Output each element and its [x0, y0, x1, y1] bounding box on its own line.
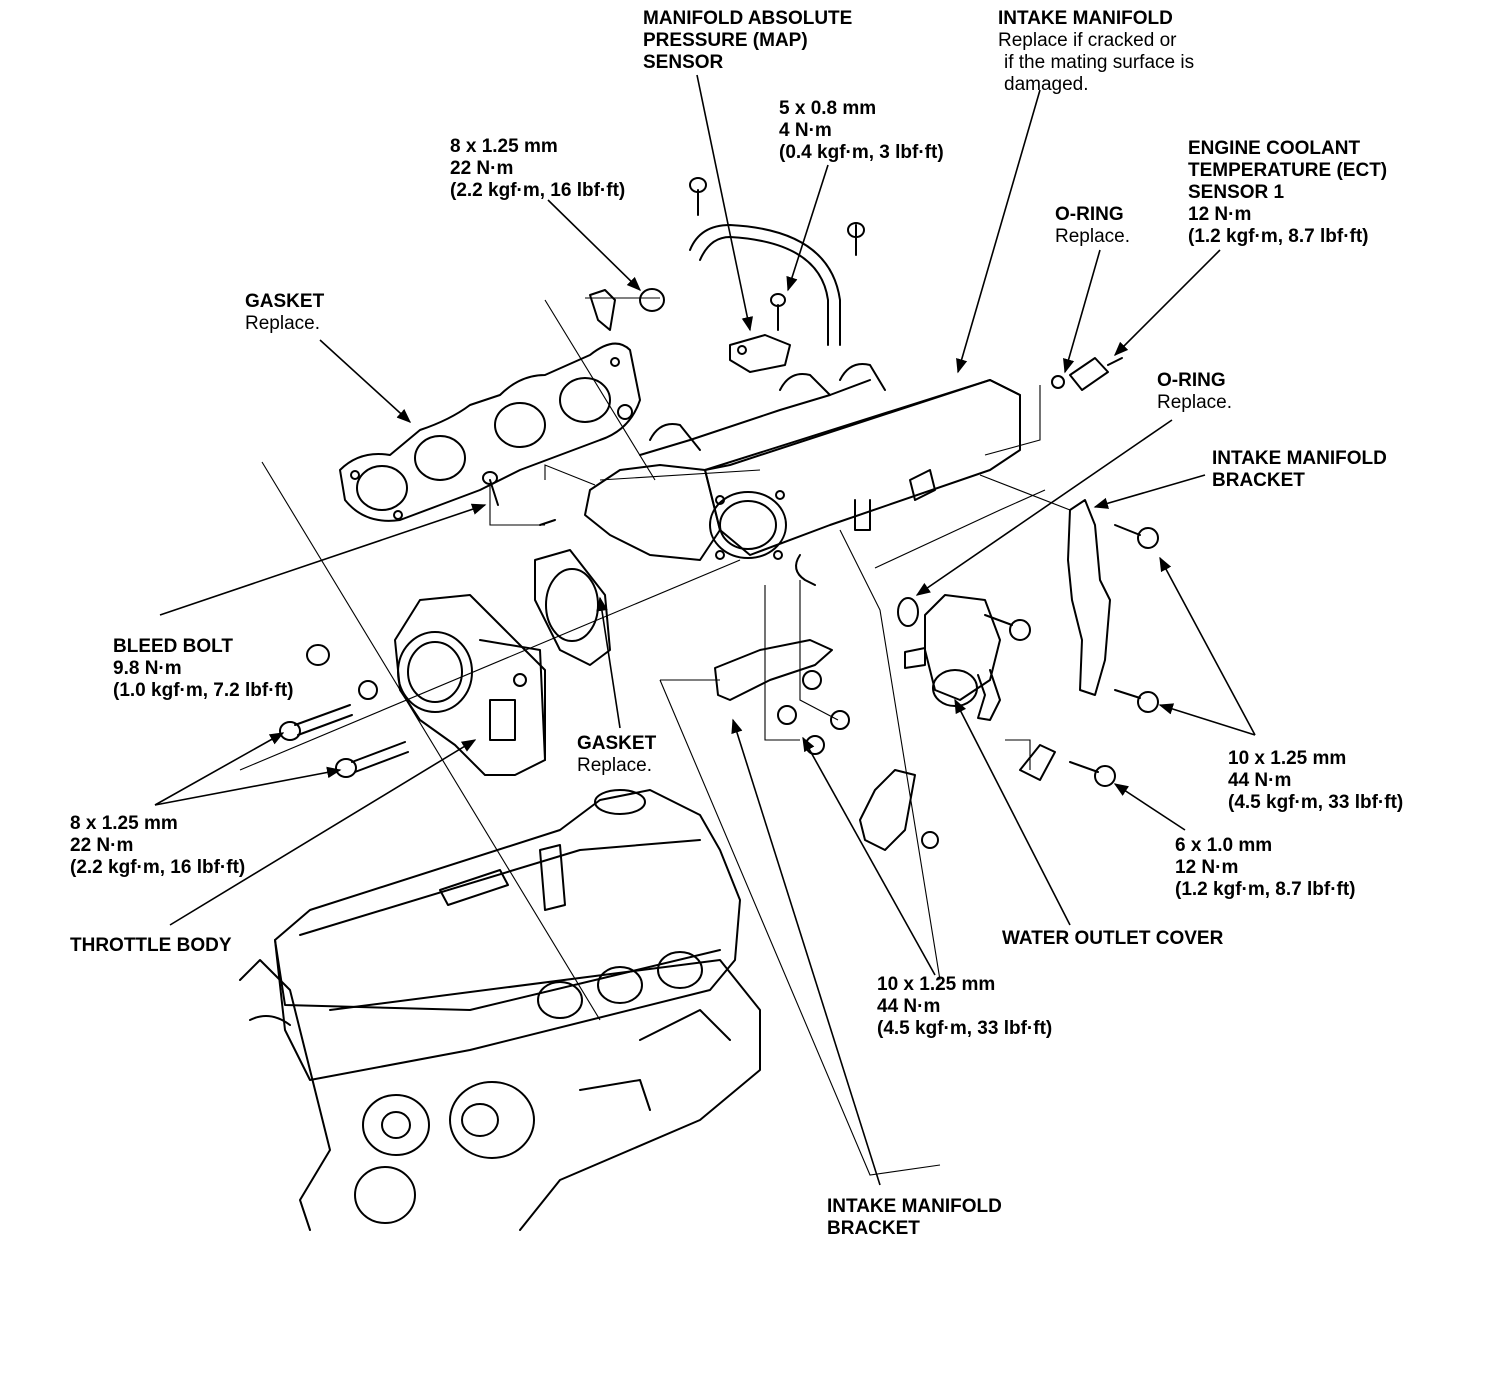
bleed-bolt-torque: 9.8 N·m [113, 658, 182, 679]
label-gasket-mid: GASKET Replace. [577, 733, 656, 777]
label-o-ring-top: O-RING Replace. [1055, 204, 1130, 248]
top-right-bolt [847, 222, 865, 256]
intake-manifold-note-3: damaged. [1004, 74, 1089, 95]
o-ring-mid [897, 597, 919, 627]
small-bracket-lower [1019, 744, 1056, 781]
o-ring-top [1051, 375, 1065, 389]
bolt-right-torque-alt: (4.5 kgf·m, 33 lbf·ft) [1228, 792, 1404, 813]
throttle-body-title: THROTTLE BODY [70, 935, 232, 956]
nut-top-torque-alt: (2.2 kgf·m, 16 lbf·ft) [450, 180, 626, 201]
ect-line-1: ENGINE COOLANT [1188, 138, 1361, 159]
o-ring-mid-note: Replace. [1157, 392, 1232, 413]
bolt-small-torque-alt: (1.2 kgf·m, 8.7 lbf·ft) [1175, 879, 1356, 900]
label-water-outlet-cover: WATER OUTLET COVER [1002, 928, 1223, 950]
label-bolt-spec-left: 8 x 1.25 mm 22 N·m (2.2 kgf·m, 16 lbf·ft… [70, 813, 245, 879]
label-gasket-top: GASKET Replace. [245, 291, 324, 335]
intake-manifold-bracket-right [1067, 499, 1111, 696]
water-outlet-title: WATER OUTLET COVER [1002, 928, 1224, 949]
gasket-top-note: Replace. [245, 313, 320, 334]
intake-manifold-gasket [339, 342, 641, 522]
bracket-bolt-upper [1114, 524, 1159, 549]
label-bolt-spec-bottom: 10 x 1.25 mm 44 N·m (4.5 kgf·m, 33 lbf·f… [877, 974, 1052, 1040]
label-o-ring-mid: O-RING Replace. [1157, 370, 1232, 414]
throttle-body-gasket [534, 549, 611, 666]
bleed-bolt-title: BLEED BOLT [113, 636, 233, 657]
o-ring-mid-title: O-RING [1157, 370, 1226, 391]
map-sensor [729, 334, 791, 373]
bracket-right-line-1: INTAKE MANIFOLD [1212, 448, 1387, 469]
manifold-stud-nut [639, 288, 665, 312]
bolt-left-size: 8 x 1.25 mm [70, 813, 178, 834]
vacuum-hose [689, 224, 841, 346]
ect-line-3: SENSOR 1 [1188, 182, 1285, 203]
o-ring-top-note: Replace. [1055, 226, 1130, 247]
throttle-bolt-upper [279, 704, 353, 741]
nut-top-torque: 22 N·m [450, 158, 514, 179]
label-map-bolt-spec: 5 x 0.8 mm 4 N·m (0.4 kgf·m, 3 lbf·ft) [779, 98, 944, 164]
top-left-bolt [689, 177, 707, 216]
map-sensor-line-3: SENSOR [643, 52, 724, 73]
intake-manifold-note-2: if the mating surface is [1004, 52, 1195, 73]
ect-torque: 12 N·m [1188, 204, 1252, 225]
bracket-bottom-line-2: BRACKET [827, 1218, 920, 1239]
throttle-bolt-lower [335, 741, 409, 778]
label-throttle-body: THROTTLE BODY [70, 935, 232, 957]
throttle-body [394, 594, 546, 776]
water-outlet-bolt [984, 614, 1031, 641]
map-bolt-torque: 4 N·m [779, 120, 832, 141]
bolt-small-torque: 12 N·m [1175, 857, 1239, 878]
nut-top-size: 8 x 1.25 mm [450, 136, 558, 157]
bracket-right-line-2: BRACKET [1212, 470, 1305, 491]
intake-manifold [539, 363, 1021, 586]
leader-arrows [154, 74, 1256, 1186]
guide-lines [239, 297, 1071, 1176]
bracket-bottom-line-1: INTAKE MANIFOLD [827, 1196, 1002, 1217]
bolt-left-torque-alt: (2.2 kgf·m, 16 lbf·ft) [70, 857, 246, 878]
bleed-bolt-torque-alt: (1.0 kgf·m, 7.2 lbf·ft) [113, 680, 294, 701]
label-bracket-right: INTAKE MANIFOLD BRACKET [1212, 448, 1387, 492]
bolt-left-torque: 22 N·m [70, 835, 134, 856]
bolt-bottom-torque-alt: (4.5 kgf·m, 33 lbf·ft) [877, 1018, 1053, 1039]
label-nut-spec-top: 8 x 1.25 mm 22 N·m (2.2 kgf·m, 16 lbf·ft… [450, 136, 625, 202]
bleed-bolt [482, 471, 499, 506]
ect-line-2: TEMPERATURE (ECT) [1188, 160, 1388, 181]
ect-sensor [1069, 357, 1123, 391]
water-outlet-cover [904, 594, 1001, 721]
map-bolt-torque-alt: (0.4 kgf·m, 3 lbf·ft) [779, 142, 944, 163]
engine-block [239, 789, 761, 1231]
small-bracket-top [589, 289, 616, 331]
map-sensor-line-1: MANIFOLD ABSOLUTE [643, 8, 853, 29]
label-bolt-spec-right: 10 x 1.25 mm 44 N·m (4.5 kgf·m, 33 lbf·f… [1228, 748, 1403, 814]
throttle-nut [306, 644, 330, 666]
bolt-set [279, 177, 1159, 849]
o-ring-top-title: O-RING [1055, 204, 1124, 225]
intake-manifold-bracket-bottom [714, 639, 916, 851]
label-intake-manifold: INTAKE MANIFOLD Replace if cracked or if… [998, 8, 1194, 96]
small-bolt [1069, 761, 1116, 787]
throttle-washer [358, 680, 378, 700]
map-sensor-line-2: PRESSURE (MAP) [643, 30, 808, 51]
label-ect-sensor: ENGINE COOLANT TEMPERATURE (ECT) SENSOR … [1188, 138, 1387, 248]
intake-manifold-title: INTAKE MANIFOLD [998, 8, 1173, 29]
bracket-bolt-lower [1114, 689, 1159, 713]
label-bracket-bottom: INTAKE MANIFOLD BRACKET [827, 1196, 1002, 1240]
map-sensor-bolt [770, 293, 786, 331]
gasket-top-title: GASKET [245, 291, 325, 312]
gasket-mid-title: GASKET [577, 733, 657, 754]
gasket-mid-note: Replace. [577, 755, 652, 776]
bolt-right-torque: 44 N·m [1228, 770, 1292, 791]
label-map-sensor: MANIFOLD ABSOLUTE PRESSURE (MAP) SENSOR [643, 8, 852, 74]
label-bolt-spec-small: 6 x 1.0 mm 12 N·m (1.2 kgf·m, 8.7 lbf·ft… [1175, 835, 1356, 901]
map-bolt-size: 5 x 0.8 mm [779, 98, 877, 119]
bolt-bottom-size: 10 x 1.25 mm [877, 974, 996, 995]
bolt-small-size: 6 x 1.0 mm [1175, 835, 1273, 856]
bolt-bottom-torque: 44 N·m [877, 996, 941, 1017]
ect-torque-alt: (1.2 kgf·m, 8.7 lbf·ft) [1188, 226, 1369, 247]
label-bleed-bolt: BLEED BOLT 9.8 N·m (1.0 kgf·m, 7.2 lbf·f… [113, 636, 294, 702]
intake-manifold-note-1: Replace if cracked or [998, 30, 1177, 51]
bolt-right-size: 10 x 1.25 mm [1228, 748, 1347, 769]
